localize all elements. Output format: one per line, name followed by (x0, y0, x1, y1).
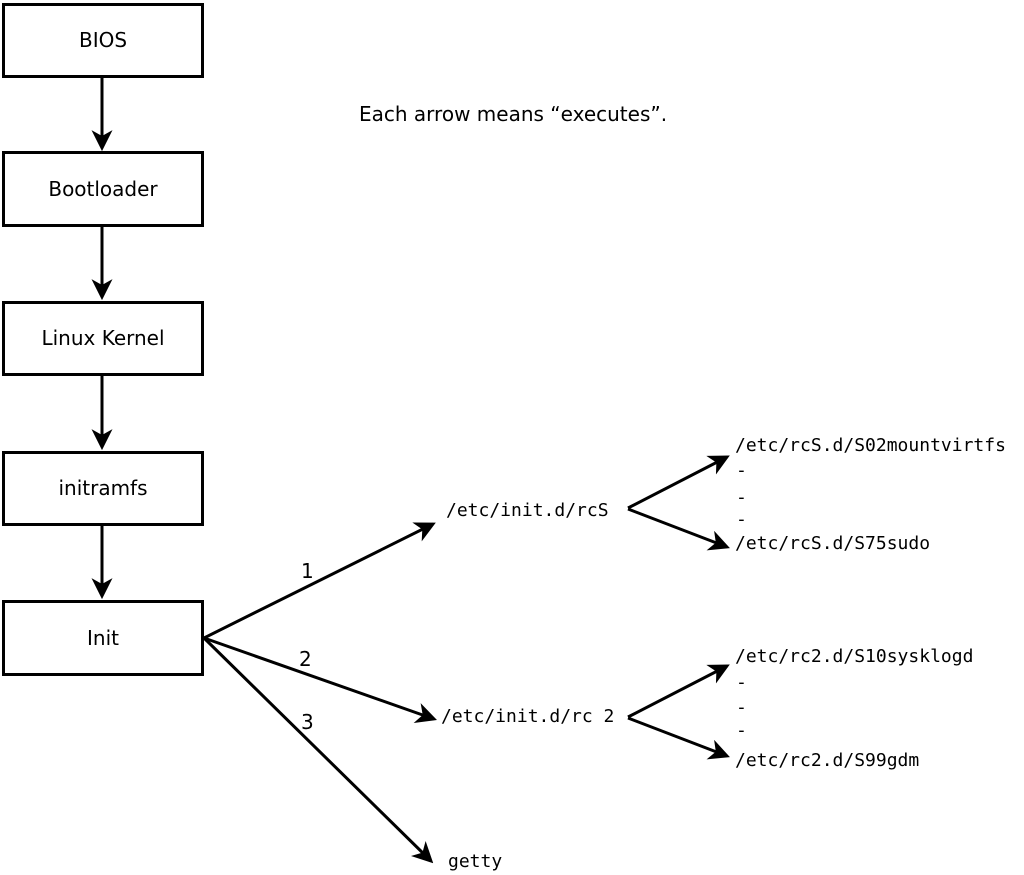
rc2-ellipsis-dash-1: - (736, 672, 747, 693)
node-initramfs: initramfs (2, 451, 204, 526)
rcS-ellipsis-dash-2: - (736, 487, 747, 508)
arrow-init-to-rc2 (203, 636, 437, 723)
rcS-last-script-label: /etc/rcS.d/S75sudo (735, 533, 931, 554)
target-getty-label: getty (448, 851, 503, 872)
rcS-ellipsis-dash-1: - (736, 460, 747, 481)
rc2-ellipsis-dash-2: - (736, 697, 747, 718)
node-bootloader-label: Bootloader (48, 176, 158, 201)
branch-1-number: 1 (301, 559, 314, 583)
target-rc2-label: /etc/init.d/rc 2 (441, 706, 615, 727)
arrow-init-to-rcS (203, 522, 436, 640)
node-init-label: Init (87, 625, 119, 650)
node-linux-kernel: Linux Kernel (2, 301, 204, 376)
arrow-rcS-to-first-script (627, 455, 730, 510)
target-rcS-label: /etc/init.d/rcS (446, 500, 609, 521)
arrow-rc2-to-last-script (627, 716, 730, 760)
rc2-first-script-label: /etc/rc2.d/S10sysklogd (735, 646, 974, 667)
node-bootloader: Bootloader (2, 151, 204, 227)
arrow-rcS-to-last-script (627, 507, 730, 551)
rcS-first-script-label: /etc/rcS.d/S02mountvirtfs (735, 435, 1006, 456)
branch-3-number: 3 (301, 710, 314, 734)
arrow-init-to-getty (202, 636, 434, 864)
node-bios-label: BIOS (78, 28, 128, 52)
arrow-rc2-to-first-script (627, 664, 730, 719)
node-initramfs-label: initramfs (58, 476, 148, 500)
node-bios: BIOS (2, 3, 204, 78)
rc2-ellipsis-dash-3: - (736, 720, 747, 741)
rc2-last-script-label: /etc/rc2.d/S99gdm (735, 750, 920, 771)
diagram-caption: Each arrow means “executes”. (359, 102, 668, 126)
node-linux-kernel-label: Linux Kernel (41, 326, 165, 350)
rcS-ellipsis-dash-3: - (736, 509, 747, 530)
branch-2-number: 2 (299, 647, 312, 671)
node-init: Init (2, 600, 204, 676)
